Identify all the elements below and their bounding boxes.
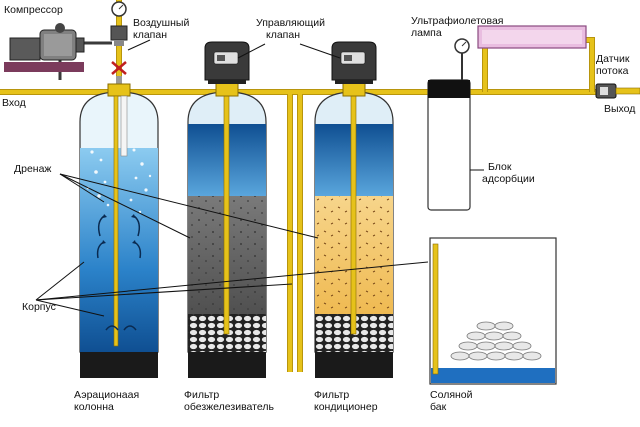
label-aeration-1: Аэрационаая (74, 389, 139, 401)
air-valve (110, 1, 128, 84)
uv-lamp (477, 25, 587, 49)
label-adsorption-2: адсорбции (482, 173, 535, 185)
label-iron-filter-2: обезжелезиватель (184, 401, 274, 413)
label-housing: Корпус (22, 301, 56, 313)
label-compressor: Компрессор (4, 4, 63, 16)
label-salt-tank-1: Соляной (430, 389, 473, 401)
label-conditioner-2: кондиционер (314, 401, 378, 413)
control-valve-iron (204, 41, 250, 84)
label-air-valve-2: клапан (133, 29, 167, 41)
adsorption-unit (427, 38, 471, 211)
conditioner-filter (314, 81, 394, 378)
label-uv-lamp-1: Ультрафиолетовая (411, 15, 503, 27)
aeration-column (79, 83, 159, 378)
labels: Компрессор Воздушный клапан Управляющий … (2, 4, 635, 413)
label-uv-lamp-2: лампа (411, 27, 442, 39)
control-valve-conditioner (331, 41, 377, 84)
salt-tablets (450, 321, 542, 361)
salt-tank (429, 237, 557, 385)
label-control-valve-2: клапан (266, 29, 300, 41)
label-control-valve-1: Управляющий (256, 17, 325, 29)
iron-filter (187, 81, 267, 378)
flow-sensor (595, 83, 640, 99)
leader-lines (35, 39, 484, 317)
label-flow-sensor-2: потока (596, 65, 629, 77)
label-inlet: Вход (2, 97, 26, 109)
label-salt-tank-2: бак (430, 401, 447, 413)
label-drain: Дренаж (14, 163, 51, 175)
label-adsorption-1: Блок (488, 161, 512, 173)
label-conditioner-1: Фильтр (314, 389, 349, 401)
label-outlet: Выход (604, 103, 635, 115)
label-air-valve-1: Воздушный (133, 17, 189, 29)
label-iron-filter-1: Фильтр (184, 389, 219, 401)
label-aeration-2: колонна (74, 401, 114, 413)
compressor (4, 23, 85, 72)
label-flow-sensor-1: Датчик (596, 53, 630, 65)
